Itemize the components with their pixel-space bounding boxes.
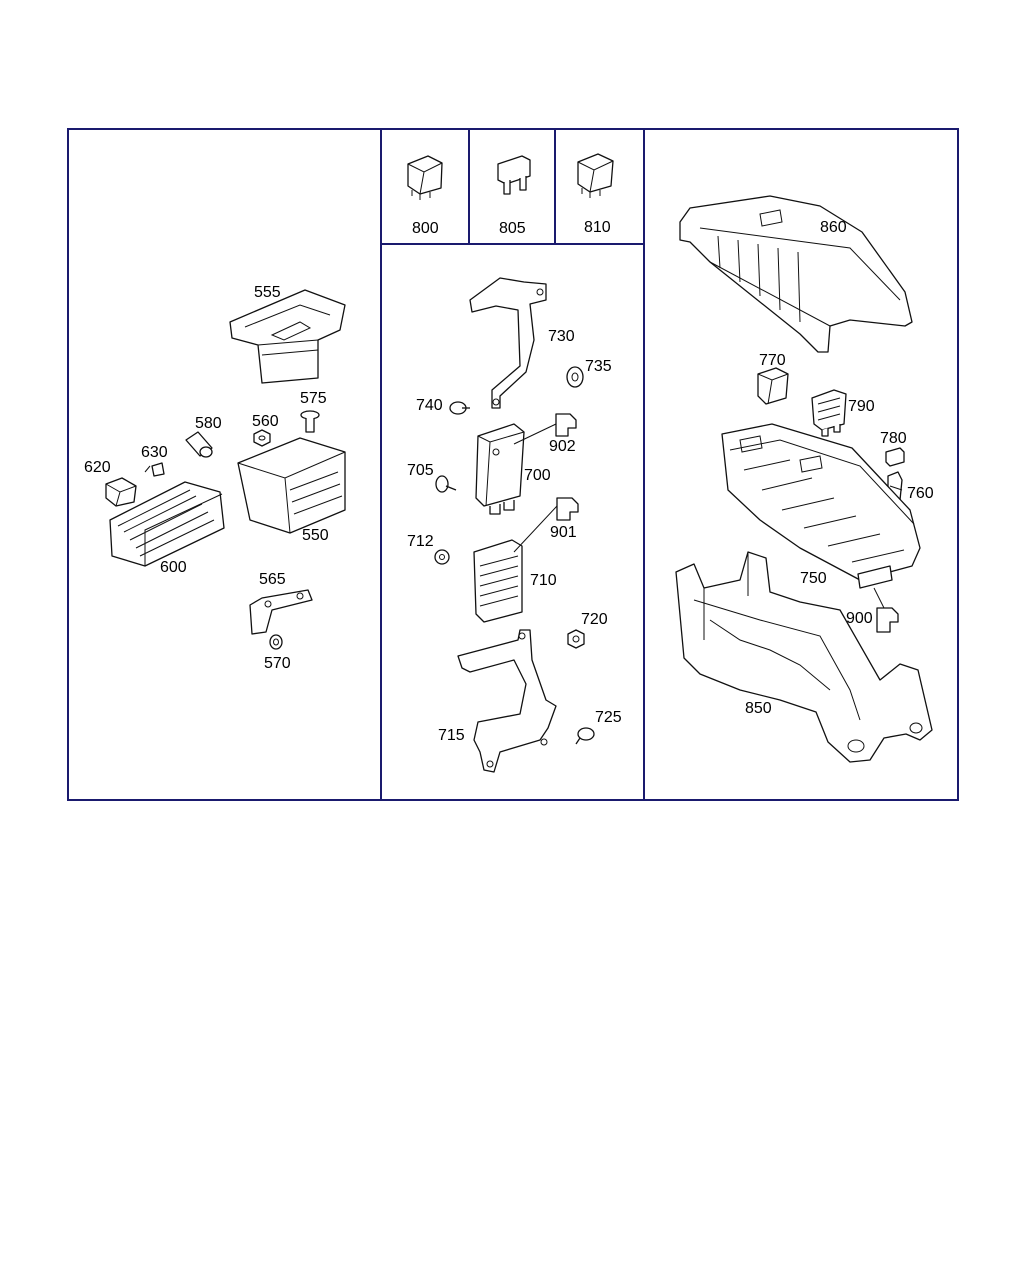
bracket-565: [249, 589, 313, 635]
control-unit-710: [473, 539, 523, 623]
bolt-575: [300, 410, 320, 433]
callout-860: 860: [820, 219, 847, 236]
cover-860: [679, 195, 913, 353]
callout-850: 850: [745, 700, 772, 717]
callout-630: 630: [141, 444, 168, 461]
callout-770: 770: [759, 352, 786, 369]
module-700: [475, 423, 525, 515]
diagram-frame: [67, 128, 959, 801]
screw-740: [449, 401, 470, 415]
callout-580: 580: [195, 415, 222, 432]
connector-901: [556, 497, 579, 521]
callout-740: 740: [416, 397, 443, 414]
callout-710: 710: [530, 572, 557, 589]
leader-760: [889, 485, 903, 491]
grommet-735: [566, 366, 584, 388]
relay-panel: 800 805 810: [407, 153, 614, 237]
middle-panel: 730 735 740 902 705 700 901 712 710 720 …: [407, 277, 622, 773]
left-panel: 555 575 580 560 630 620 550 600 565 570: [84, 284, 346, 672]
callout-620: 620: [84, 459, 111, 476]
connector-900: [876, 607, 899, 633]
callout-902: 902: [549, 438, 576, 455]
leader-901: [513, 505, 558, 553]
fuse-790: [811, 389, 847, 437]
screw-705: [435, 475, 457, 493]
callout-750: 750: [800, 570, 827, 587]
fuse-box-cover-555: [229, 289, 346, 384]
callout-800: 800: [412, 220, 439, 237]
callout-600: 600: [160, 559, 187, 576]
callout-555: 555: [254, 284, 281, 301]
callout-810: 810: [584, 219, 611, 236]
fuse-holder-600: [109, 481, 225, 567]
callout-715: 715: [438, 727, 465, 744]
relay-810: [577, 153, 614, 198]
callout-725: 725: [595, 709, 622, 726]
callout-720: 720: [581, 611, 608, 628]
callout-760: 760: [907, 485, 934, 502]
fuse-805: [497, 155, 531, 195]
callout-550: 550: [302, 527, 329, 544]
carrier-frame-850: [675, 551, 933, 763]
clip-630: [151, 462, 165, 477]
callout-780: 780: [880, 430, 907, 447]
relay-620: [105, 477, 137, 507]
callout-805: 805: [499, 220, 526, 237]
bracket-715: [457, 629, 557, 773]
nut-560: [253, 429, 271, 447]
callout-735: 735: [585, 358, 612, 375]
screw-725: [575, 727, 595, 745]
callout-790: 790: [848, 398, 875, 415]
relay-770: [757, 367, 789, 405]
fuse-780: [885, 447, 905, 467]
nut-570: [269, 634, 283, 650]
callout-900: 900: [846, 610, 873, 627]
washer-712: [434, 549, 450, 565]
fuse-carrier-750: [721, 423, 921, 589]
callout-712: 712: [407, 533, 434, 550]
callout-570: 570: [264, 655, 291, 672]
callout-575: 575: [300, 390, 327, 407]
callout-700: 700: [524, 467, 551, 484]
fuse-box-550: [237, 437, 346, 534]
bracket-730: [469, 277, 547, 409]
callout-565: 565: [259, 571, 286, 588]
right-panel: 860 770 790 780 760 750 900 850: [675, 195, 934, 763]
fitting-580: [185, 431, 213, 458]
callout-901: 901: [550, 524, 577, 541]
callout-705: 705: [407, 462, 434, 479]
callout-560: 560: [252, 413, 279, 430]
callout-730: 730: [548, 328, 575, 345]
relay-800: [407, 155, 443, 200]
leader-900: [873, 587, 885, 609]
leader-630: [144, 465, 151, 473]
connector-902: [555, 413, 577, 437]
nut-720: [567, 629, 585, 649]
leader-902: [513, 423, 557, 445]
outer-border: [67, 128, 959, 801]
